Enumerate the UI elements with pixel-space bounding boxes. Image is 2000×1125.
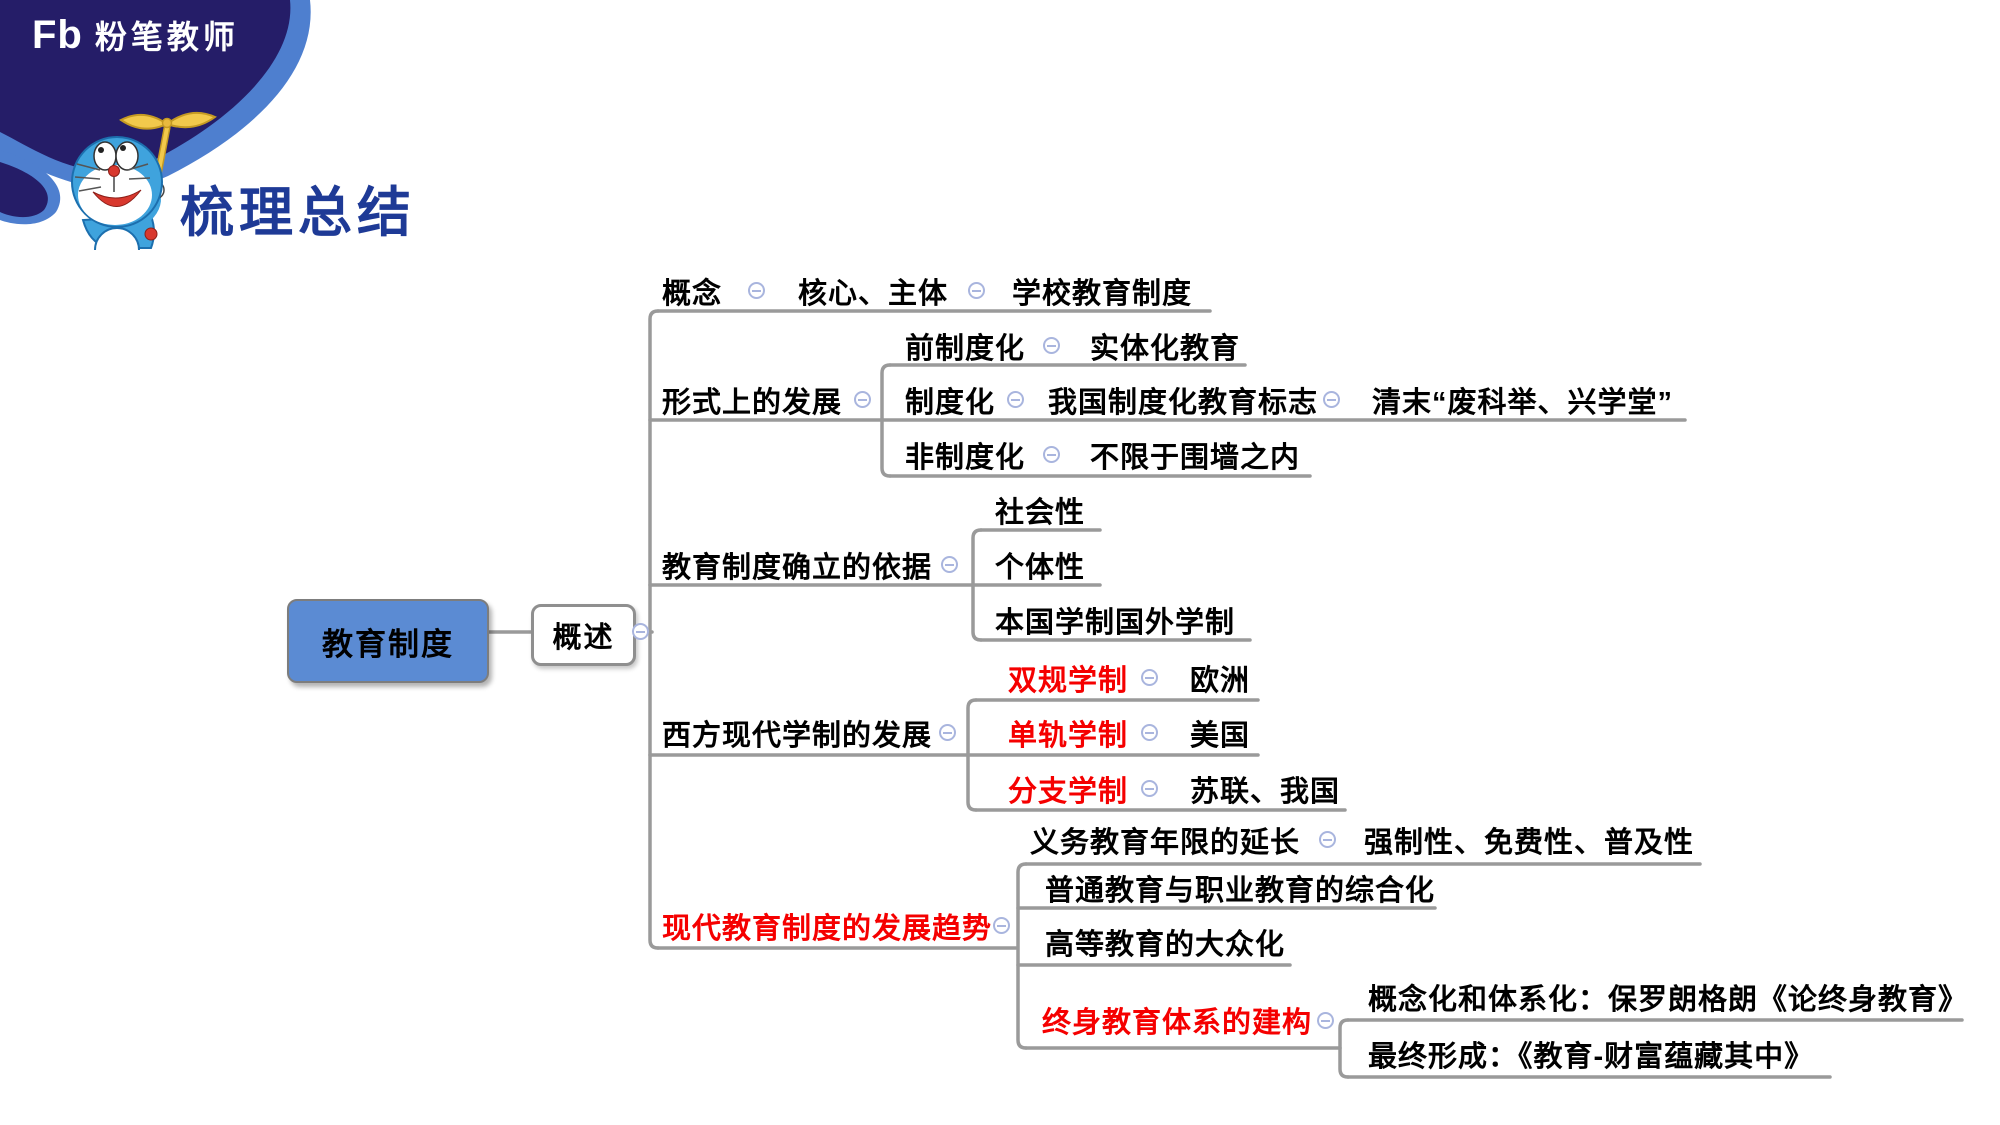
node-branch-system: 分支学制 <box>1008 776 1129 808</box>
collapse-icon[interactable] <box>1319 831 1336 848</box>
collapse-icon[interactable] <box>968 282 985 299</box>
collapse-icon[interactable] <box>1141 724 1158 741</box>
node-compulsory-years-extension: 义务教育年限的延长 <box>1030 827 1301 859</box>
node-lifelong-education-construction: 终身教育体系的建构 <box>1042 1007 1313 1039</box>
node-pre-institutional: 前制度化 <box>905 333 1026 365</box>
node-basis-of-establishment: 教育制度确立的依据 <box>662 552 933 584</box>
collapse-icon[interactable] <box>854 391 871 408</box>
node-individual: 个体性 <box>995 552 1086 584</box>
node-non-institutional: 非制度化 <box>905 442 1026 474</box>
node-dual-track-system: 双规学制 <box>1008 665 1129 697</box>
node-domestic-foreign-system: 本国学制国外学制 <box>995 607 1236 639</box>
brand-logo-name: 粉笔教师 <box>94 19 239 55</box>
node-mandatory-free-universal: 强制性、免费性、普及性 <box>1364 827 1695 859</box>
node-modern-system-trends: 现代教育制度的发展趋势 <box>662 913 993 945</box>
brand-logo-fb-icon: Fb <box>32 12 83 57</box>
collapse-icon[interactable] <box>941 556 958 573</box>
node-qing-reform: 清末“废科举、兴学堂” <box>1372 387 1674 419</box>
node-final-formation: 最终形成：《教育-财富蕴藏其中》 <box>1368 1041 1815 1073</box>
collapse-icon[interactable] <box>1141 780 1158 797</box>
collapse-icon[interactable] <box>632 623 649 640</box>
mindmap-overview-node: 概述 <box>531 604 636 666</box>
collapse-icon[interactable] <box>1043 446 1060 463</box>
node-social: 社会性 <box>995 497 1086 529</box>
collapse-icon[interactable] <box>1317 1012 1334 1029</box>
node-europe: 欧洲 <box>1190 665 1251 697</box>
collapse-icon[interactable] <box>1141 669 1158 686</box>
doraemon-mascot-image <box>71 111 217 250</box>
mindmap-root-node: 教育制度 <box>287 599 489 683</box>
header-wave-decoration <box>0 0 311 225</box>
node-single-track-system: 单轨学制 <box>1008 720 1129 752</box>
node-core-subject: 核心、主体 <box>798 278 949 310</box>
collapse-icon[interactable] <box>939 724 956 741</box>
node-institutionalized: 制度化 <box>905 387 996 419</box>
node-general-vocational-integration: 普通教育与职业教育的综合化 <box>1045 875 1436 907</box>
collapse-icon[interactable] <box>1007 391 1024 408</box>
node-school-education-system: 学校教育制度 <box>1012 278 1193 310</box>
node-china-institutional-mark: 我国制度化教育标志 <box>1048 387 1319 419</box>
node-formal-development: 形式上的发展 <box>662 387 843 419</box>
page-title: 梳理总结 <box>180 183 416 243</box>
node-entity-education: 实体化教育 <box>1090 333 1241 365</box>
collapse-icon[interactable] <box>1043 337 1060 354</box>
node-western-school-system-development: 西方现代学制的发展 <box>662 720 933 752</box>
node-ussr-china: 苏联、我国 <box>1190 776 1341 808</box>
node-usa: 美国 <box>1190 720 1251 752</box>
collapse-icon[interactable] <box>748 282 765 299</box>
collapse-icon[interactable] <box>1323 391 1340 408</box>
node-not-limited-to-walls: 不限于围墙之内 <box>1090 442 1301 474</box>
node-higher-education-massification: 高等教育的大众化 <box>1045 929 1286 961</box>
brand-logo: Fb 粉笔教师 <box>32 12 239 58</box>
node-conceptualization-systematization: 概念化和体系化：保罗朗格朗《论终身教育》 <box>1368 984 1969 1016</box>
collapse-icon[interactable] <box>993 917 1010 934</box>
node-concept: 概念 <box>662 278 723 310</box>
